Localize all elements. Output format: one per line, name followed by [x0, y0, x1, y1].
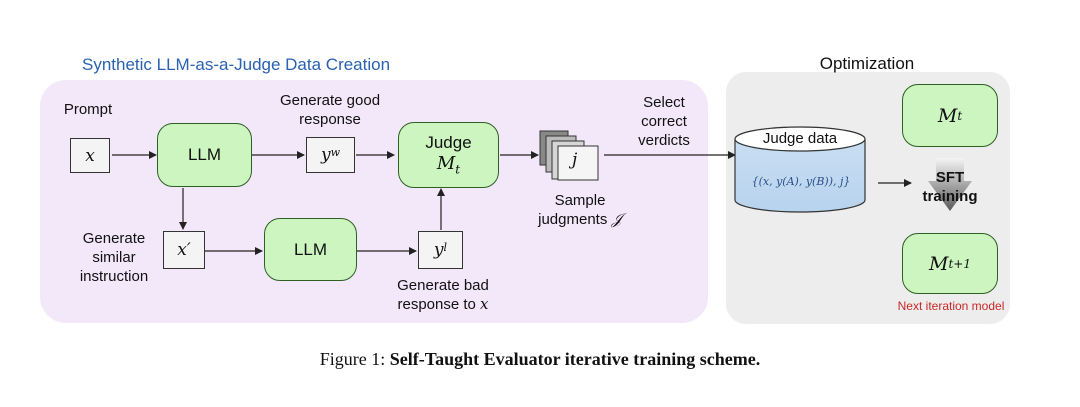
llm-node-bottom: LLM	[264, 218, 357, 281]
prompt-x-box: x	[70, 138, 110, 173]
sample-judgments-label: Sample judgments 𝒥	[528, 191, 632, 229]
select-verdicts-label: Select correct verdicts	[622, 93, 706, 150]
mt1-sub: t+1	[948, 256, 971, 271]
x-prime-box: x′	[163, 231, 205, 269]
sft-line1: SFT	[935, 169, 965, 186]
judge-model: M	[436, 153, 456, 175]
sft-arrow	[928, 158, 972, 211]
select-line1: Select	[643, 94, 685, 111]
x-prime-var: x′	[177, 240, 191, 260]
caption-prefix: Figure 1:	[319, 349, 390, 369]
judge-data-cylinder	[734, 126, 866, 213]
judgments-set-var: 𝒥	[611, 210, 622, 228]
judgment-stack-icon	[539, 130, 599, 181]
sample-line1: Sample	[554, 192, 606, 209]
synthetic-panel-title: Synthetic LLM-as-a-Judge Data Creation	[82, 55, 391, 74]
mt1-base: M	[929, 252, 949, 275]
figure-caption: Figure 1: Self-Taught Evaluator iterativ…	[230, 350, 850, 369]
judgment-j-var: j	[572, 150, 578, 170]
bad-line2: response to	[397, 296, 476, 313]
judge-label: Judge	[425, 133, 472, 153]
similar-line2: similar	[92, 249, 136, 266]
bad-line1: Generate bad	[397, 277, 489, 294]
sft-training-label: SFT training	[912, 168, 988, 206]
optimization-panel-title: Optimization	[819, 54, 915, 73]
generate-bad-label: Generate bad response to x	[380, 276, 506, 314]
yl-sup: l	[443, 240, 448, 254]
generate-good-label: Generate good response	[262, 91, 398, 129]
judge-data-label: Judge data	[762, 130, 838, 147]
generate-good-line2: response	[299, 111, 361, 128]
similar-line3: instruction	[79, 268, 149, 285]
mt-base: M	[937, 104, 958, 127]
similar-line1: Generate	[82, 230, 146, 247]
yw-base: y	[320, 145, 331, 165]
sft-line2: training	[922, 188, 978, 205]
llm-bottom-label: LLM	[293, 239, 328, 259]
bad-x-var: x	[480, 295, 489, 313]
judge-data-tuple: {(x, y(A), y(B)), j}	[751, 175, 851, 188]
prompt-label: Prompt	[63, 101, 113, 118]
judge-node: Judge Mt	[398, 122, 499, 188]
sample-line2: judgments	[538, 211, 608, 228]
synthetic-data-panel	[40, 80, 708, 323]
llm-node-top: LLM	[157, 123, 252, 187]
judge-model-sub: t	[455, 162, 461, 177]
generate-good-line1: Generate good	[279, 92, 381, 109]
generate-similar-label: Generate similar instruction	[72, 229, 156, 286]
yl-base: y	[433, 240, 444, 260]
next-iteration-label: Next iteration model	[897, 299, 1005, 313]
caption-bold: Self-Taught Evaluator iterative training…	[389, 349, 761, 369]
yw-sup: w	[330, 145, 341, 159]
mt-sub: t	[957, 108, 963, 123]
llm-top-label: LLM	[187, 145, 222, 164]
select-line3: verdicts	[638, 132, 690, 149]
select-line2: correct	[641, 113, 687, 130]
prompt-x-var: x	[85, 145, 95, 166]
